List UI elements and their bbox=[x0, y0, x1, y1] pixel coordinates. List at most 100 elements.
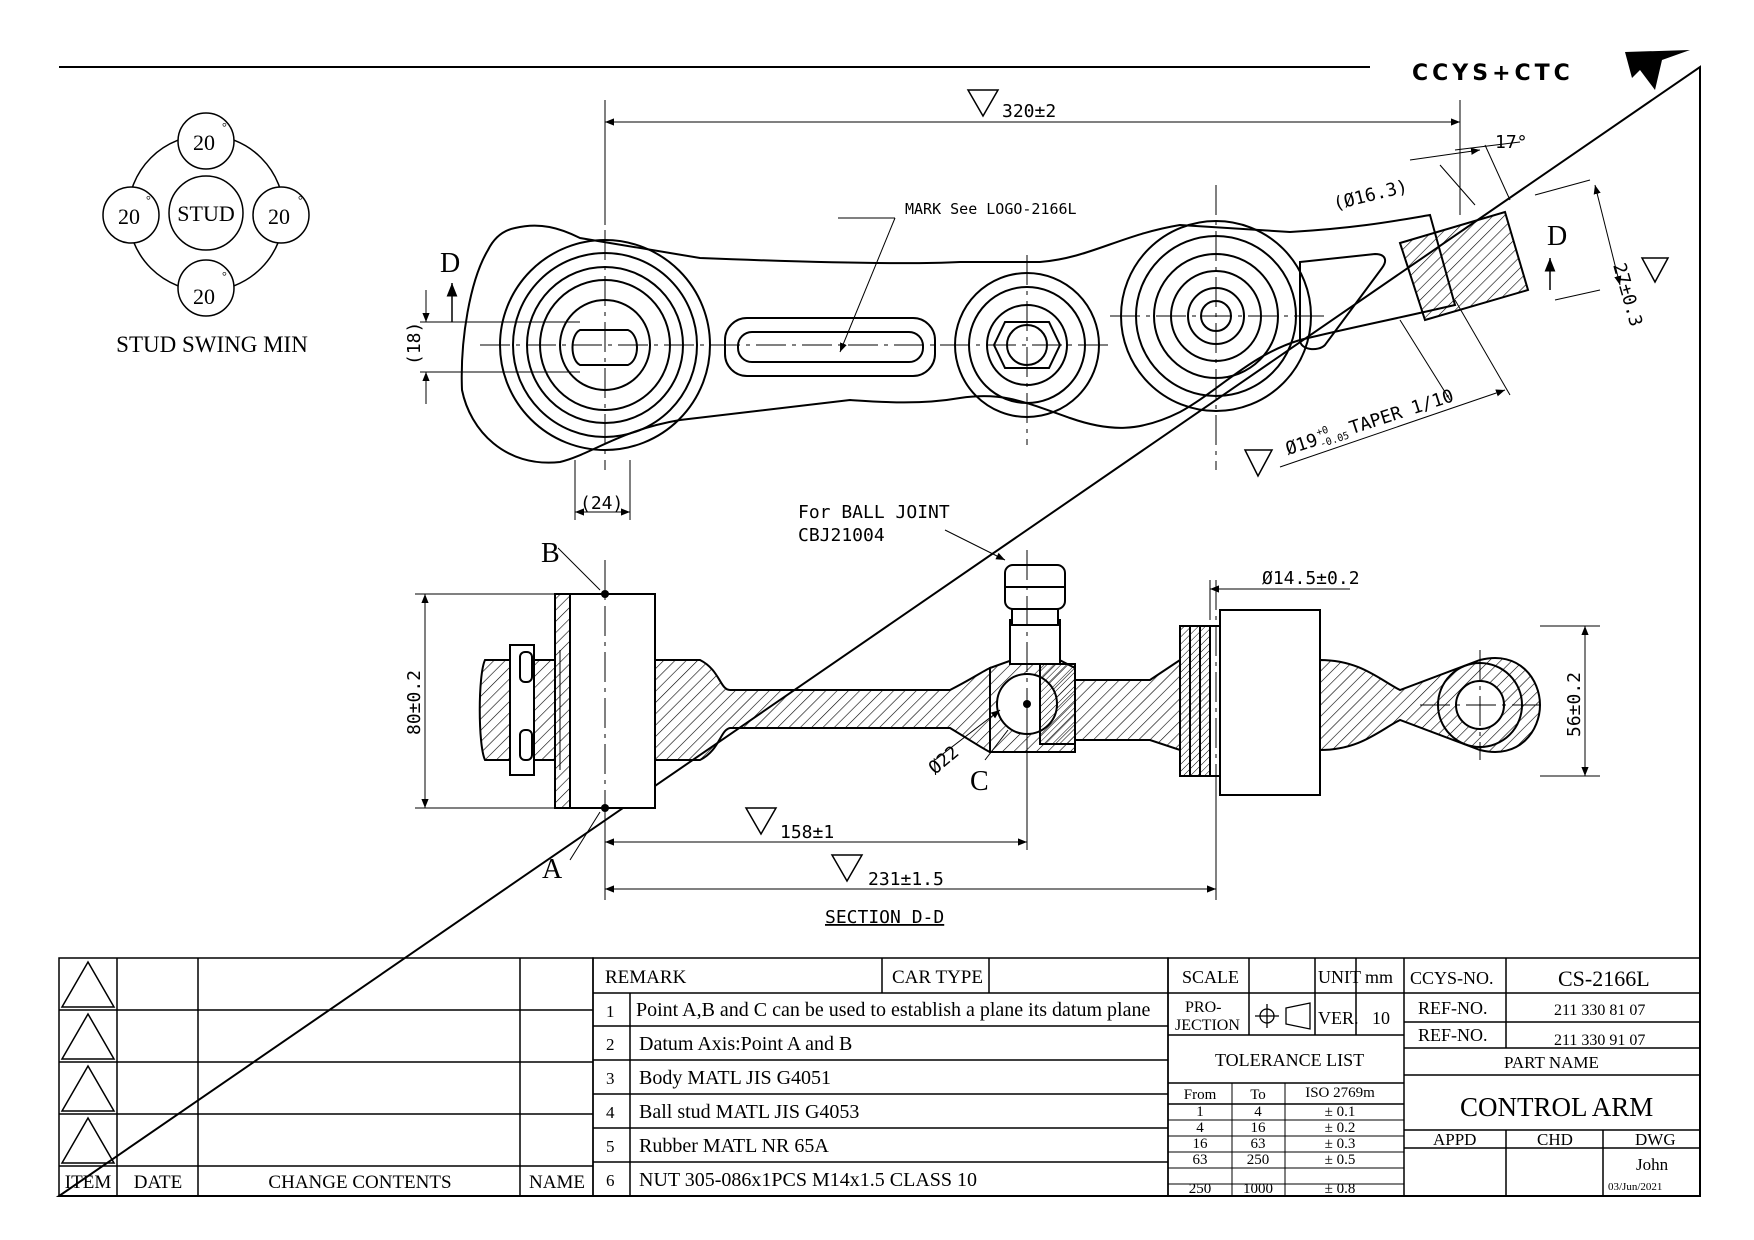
tol-cell: 1 bbox=[1196, 1104, 1204, 1120]
tol-cell: ± 0.8 bbox=[1325, 1181, 1356, 1197]
ref-no-label: REF-NO. bbox=[1418, 998, 1488, 1018]
unit-value: mm bbox=[1365, 967, 1393, 987]
part-name-label: PART NAME bbox=[1504, 1053, 1599, 1072]
stud-swing-caption: STUD SWING MIN bbox=[116, 332, 308, 357]
remark-text: NUT 305-086x1PCS M14x1.5 CLASS 10 bbox=[639, 1169, 977, 1191]
chd-label: CHD bbox=[1537, 1130, 1573, 1149]
datum-points bbox=[601, 590, 1031, 812]
ccys-no-label: CCYS-NO. bbox=[1410, 968, 1494, 988]
remark-no: 1 bbox=[606, 1002, 615, 1021]
tol-cell: 1000 bbox=[1243, 1181, 1273, 1197]
remark-no: 4 bbox=[606, 1103, 615, 1122]
title-block bbox=[1167, 957, 1701, 1197]
remark-text: Datum Axis:Point A and B bbox=[639, 1033, 852, 1055]
dim-to-bushing: 231±1.5 bbox=[868, 869, 944, 890]
dim-height-right: 56±0.2 bbox=[1564, 672, 1585, 737]
rev-header-date: DATE bbox=[134, 1172, 183, 1193]
dim-taper-diameter: (Ø16.3) bbox=[1331, 176, 1410, 215]
degree-mark: ° bbox=[298, 193, 303, 207]
tol-cell: 4 bbox=[1196, 1120, 1204, 1136]
dim-bush-diameter: Ø14.5±0.2 bbox=[1262, 568, 1360, 589]
brand-logo: CCYS+CTC bbox=[1412, 50, 1690, 90]
projection-symbol-icon bbox=[1255, 1002, 1311, 1030]
swing-angle-right: 20 bbox=[268, 204, 290, 229]
unit-label: UNIT bbox=[1318, 967, 1361, 987]
swing-angle-left: 20 bbox=[118, 204, 140, 229]
datum-point-c: C bbox=[970, 766, 989, 797]
remark-text: Rubber MATL NR 65A bbox=[639, 1135, 829, 1157]
remark-no: 6 bbox=[606, 1171, 615, 1190]
swing-angle-top: 20 bbox=[193, 130, 215, 155]
tol-cell: 250 bbox=[1189, 1181, 1212, 1197]
tol-cell: ± 0.1 bbox=[1325, 1104, 1356, 1120]
tol-header-from: From bbox=[1184, 1087, 1217, 1103]
degree-mark: ° bbox=[146, 193, 151, 207]
tol-cell: ± 0.5 bbox=[1325, 1152, 1356, 1168]
rev-header-name: NAME bbox=[529, 1172, 585, 1193]
ref-no-value: 211 330 91 07 bbox=[1554, 1032, 1645, 1049]
dwg-date: 03/Jun/2021 bbox=[1608, 1181, 1662, 1193]
dim-overall-length: 320±2 bbox=[1002, 101, 1056, 122]
datum-point-b: B bbox=[541, 538, 560, 569]
dim-width: (24) bbox=[580, 493, 623, 514]
swing-angle-bottom: 20 bbox=[193, 284, 215, 309]
degree-mark: ° bbox=[222, 120, 227, 134]
rev-header-item: ITEM bbox=[65, 1172, 112, 1193]
ver-value: 10 bbox=[1372, 1008, 1390, 1028]
ball-joint-note-line2: CBJ21004 bbox=[798, 525, 885, 546]
tol-cell: 63 bbox=[1251, 1136, 1266, 1152]
ccys-no-value: CS-2166L bbox=[1558, 966, 1650, 991]
revision-table bbox=[58, 957, 594, 1197]
stud-swing-diagram bbox=[102, 112, 310, 317]
remark-text: Point A,B and C can be used to establish… bbox=[636, 999, 1150, 1021]
appd-label: APPD bbox=[1433, 1130, 1476, 1149]
logo-text: CCYS+CTC bbox=[1412, 61, 1574, 86]
dim-taper-height: 27±0.3 bbox=[1608, 261, 1646, 329]
ball-joint-note-line1: For BALL JOINT bbox=[798, 502, 950, 523]
remark-no: 3 bbox=[606, 1069, 615, 1088]
projection-label-2: JECTION bbox=[1175, 1017, 1240, 1034]
dwg-name: John bbox=[1636, 1155, 1669, 1174]
stud-label: STUD bbox=[177, 201, 234, 226]
car-type-label: CAR TYPE bbox=[892, 967, 983, 988]
dim-angle: 17° bbox=[1495, 132, 1528, 153]
scale-label: SCALE bbox=[1182, 967, 1239, 987]
tol-cell: ± 0.3 bbox=[1325, 1136, 1356, 1152]
taper-section-hatch bbox=[1398, 210, 1530, 322]
dim-ball-diameter: Ø22 bbox=[925, 742, 963, 779]
ref-no-value: 211 330 81 07 bbox=[1554, 1002, 1645, 1019]
taper-tol-upper: +0 bbox=[1315, 425, 1330, 439]
tol-cell: ± 0.2 bbox=[1325, 1120, 1356, 1136]
remark-header: REMARK bbox=[605, 967, 687, 988]
section-marker-left: D bbox=[440, 248, 460, 279]
projection-label-1: PRO- bbox=[1185, 999, 1221, 1016]
tol-cell: 16 bbox=[1251, 1120, 1267, 1136]
dim-to-point-c: 158±1 bbox=[780, 822, 834, 843]
dim-height-left: 80±0.2 bbox=[404, 670, 425, 735]
logo-mark-icon bbox=[1625, 50, 1690, 90]
tolerance-title: TOLERANCE LIST bbox=[1215, 1050, 1364, 1070]
tol-header-iso: ISO 2769m bbox=[1305, 1085, 1375, 1101]
top-view bbox=[460, 213, 1457, 464]
tol-header-to: To bbox=[1250, 1087, 1266, 1103]
section-dimensions bbox=[415, 529, 1600, 900]
remark-no: 2 bbox=[606, 1035, 615, 1054]
degree-mark: ° bbox=[222, 269, 227, 283]
remark-text: Ball stud MATL JIS G4053 bbox=[639, 1101, 859, 1123]
remark-text: Body MATL JIS G4051 bbox=[639, 1067, 831, 1089]
datum-point-a: A bbox=[542, 854, 563, 885]
part-name-value: CONTROL ARM bbox=[1460, 1092, 1653, 1122]
tol-cell: 4 bbox=[1254, 1104, 1262, 1120]
tol-cell: 63 bbox=[1193, 1152, 1208, 1168]
tol-cell: 250 bbox=[1247, 1152, 1270, 1168]
rev-header-contents: CHANGE CONTENTS bbox=[268, 1172, 451, 1193]
top-view-centerlines bbox=[480, 185, 1330, 470]
ver-label: VER. bbox=[1318, 1008, 1359, 1028]
ref-no-label: REF-NO. bbox=[1418, 1025, 1488, 1045]
section-title: SECTION D-D bbox=[825, 907, 944, 928]
tol-cell: 16 bbox=[1193, 1136, 1209, 1152]
mark-note: MARK See LOGO-2166L bbox=[905, 200, 1077, 218]
datum-triangles bbox=[744, 89, 1670, 883]
stud-center-circle bbox=[168, 175, 244, 251]
